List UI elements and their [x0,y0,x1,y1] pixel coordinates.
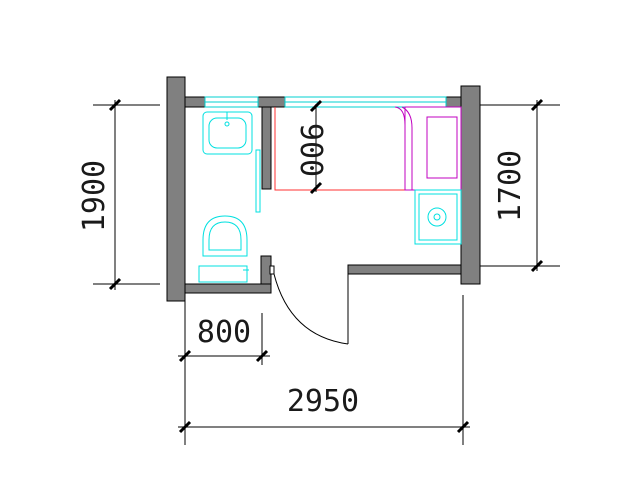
wall-bottom-right [347,264,462,275]
wall-right [460,85,481,285]
wall-bottom-left [184,283,272,294]
washbasin-icon [202,111,253,155]
dim-right-1700 [480,98,560,273]
windows [204,96,447,108]
dim-left-1900 [93,98,160,291]
glass-partition [255,149,261,213]
wall-left [166,76,186,302]
kitchen-counter [274,107,415,191]
wall-top-right [445,96,462,108]
wall-top-mid [257,96,286,108]
dim-interior-900 [309,99,323,195]
dim-label-1900: 1900 [77,160,112,232]
door-swing [269,265,349,345]
wall-partition [261,106,272,190]
dim-label-1700: 1700 [493,150,528,222]
dim-bottom-800 [178,300,270,365]
dim-label-2950: 2950 [287,384,359,419]
stove-burner-icon [414,189,462,245]
dim-label-900: 900 [293,123,328,177]
range-hood-icon [394,106,462,191]
dim-bottom-2950 [178,295,470,445]
toilet-icon [198,215,249,283]
walls [166,76,481,302]
wall-top-left [184,96,206,108]
dim-label-800: 800 [197,315,251,350]
